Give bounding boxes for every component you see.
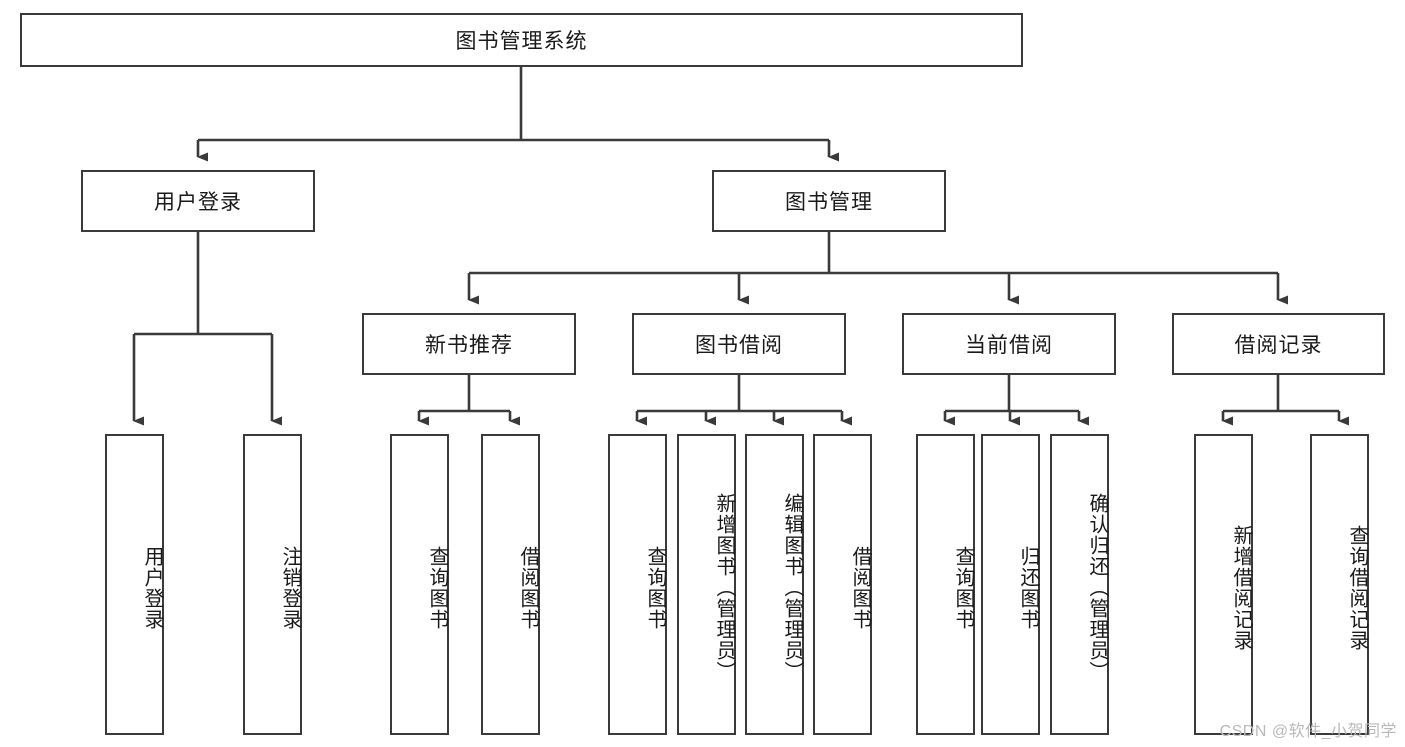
- node-borrow-record[interactable]: 借阅记录: [1172, 313, 1385, 375]
- node-leaf-confirm-return[interactable]: 确认归还（管理员）: [1050, 434, 1109, 735]
- node-leaf-query-book-2[interactable]: 查询图书: [608, 434, 667, 735]
- node-leaf-edit-book-label: 编辑图书（管理员）: [781, 493, 803, 682]
- node-book-manage[interactable]: 图书管理: [712, 170, 946, 232]
- node-leaf-query-book-3[interactable]: 查询图书: [916, 434, 975, 735]
- node-leaf-add-record-label: 新增借阅记录: [1230, 524, 1252, 651]
- node-leaf-borrow-book-1-label: 借阅图书: [517, 545, 539, 630]
- node-leaf-borrow-book-1[interactable]: 借阅图书: [481, 434, 540, 735]
- node-leaf-logout-login-label: 注销登录: [279, 545, 301, 630]
- node-root-system[interactable]: 图书管理系统: [20, 13, 1023, 67]
- node-new-book-rec[interactable]: 新书推荐: [362, 313, 576, 375]
- node-leaf-return-book-label: 归还图书: [1017, 545, 1039, 630]
- node-book-manage-label: 图书管理: [785, 191, 873, 214]
- node-book-borrow-label: 图书借阅: [695, 334, 783, 357]
- node-borrow-record-label: 借阅记录: [1234, 334, 1323, 357]
- node-new-book-rec-label: 新书推荐: [425, 334, 513, 357]
- node-leaf-query-book-1-label: 查询图书: [426, 545, 448, 630]
- node-leaf-edit-book[interactable]: 编辑图书（管理员）: [745, 434, 804, 735]
- node-leaf-user-login-label: 用户登录: [141, 545, 163, 630]
- node-leaf-query-book-1[interactable]: 查询图书: [390, 434, 449, 735]
- node-leaf-query-record[interactable]: 查询借阅记录: [1310, 434, 1369, 735]
- node-leaf-query-book-3-label: 查询图书: [952, 545, 974, 630]
- node-leaf-add-book-label: 新增图书（管理员）: [713, 493, 735, 682]
- node-leaf-user-login[interactable]: 用户登录: [105, 434, 164, 735]
- node-leaf-query-record-label: 查询借阅记录: [1346, 524, 1368, 651]
- node-leaf-logout-login[interactable]: 注销登录: [243, 434, 302, 735]
- node-leaf-add-book[interactable]: 新增图书（管理员）: [677, 434, 736, 735]
- node-current-borrow-label: 当前借阅: [965, 334, 1053, 357]
- node-leaf-return-book[interactable]: 归还图书: [981, 434, 1040, 735]
- node-book-borrow[interactable]: 图书借阅: [632, 313, 846, 375]
- node-root-system-label: 图书管理系统: [455, 30, 588, 53]
- node-current-borrow[interactable]: 当前借阅: [902, 313, 1116, 375]
- node-leaf-confirm-return-label: 确认归还（管理员）: [1086, 493, 1108, 682]
- node-leaf-borrow-book-2[interactable]: 借阅图书: [813, 434, 872, 735]
- node-leaf-add-record[interactable]: 新增借阅记录: [1194, 434, 1253, 735]
- node-user-login[interactable]: 用户登录: [81, 170, 315, 232]
- node-leaf-borrow-book-2-label: 借阅图书: [849, 545, 871, 630]
- node-leaf-query-book-2-label: 查询图书: [644, 545, 666, 630]
- node-user-login-label: 用户登录: [154, 191, 242, 214]
